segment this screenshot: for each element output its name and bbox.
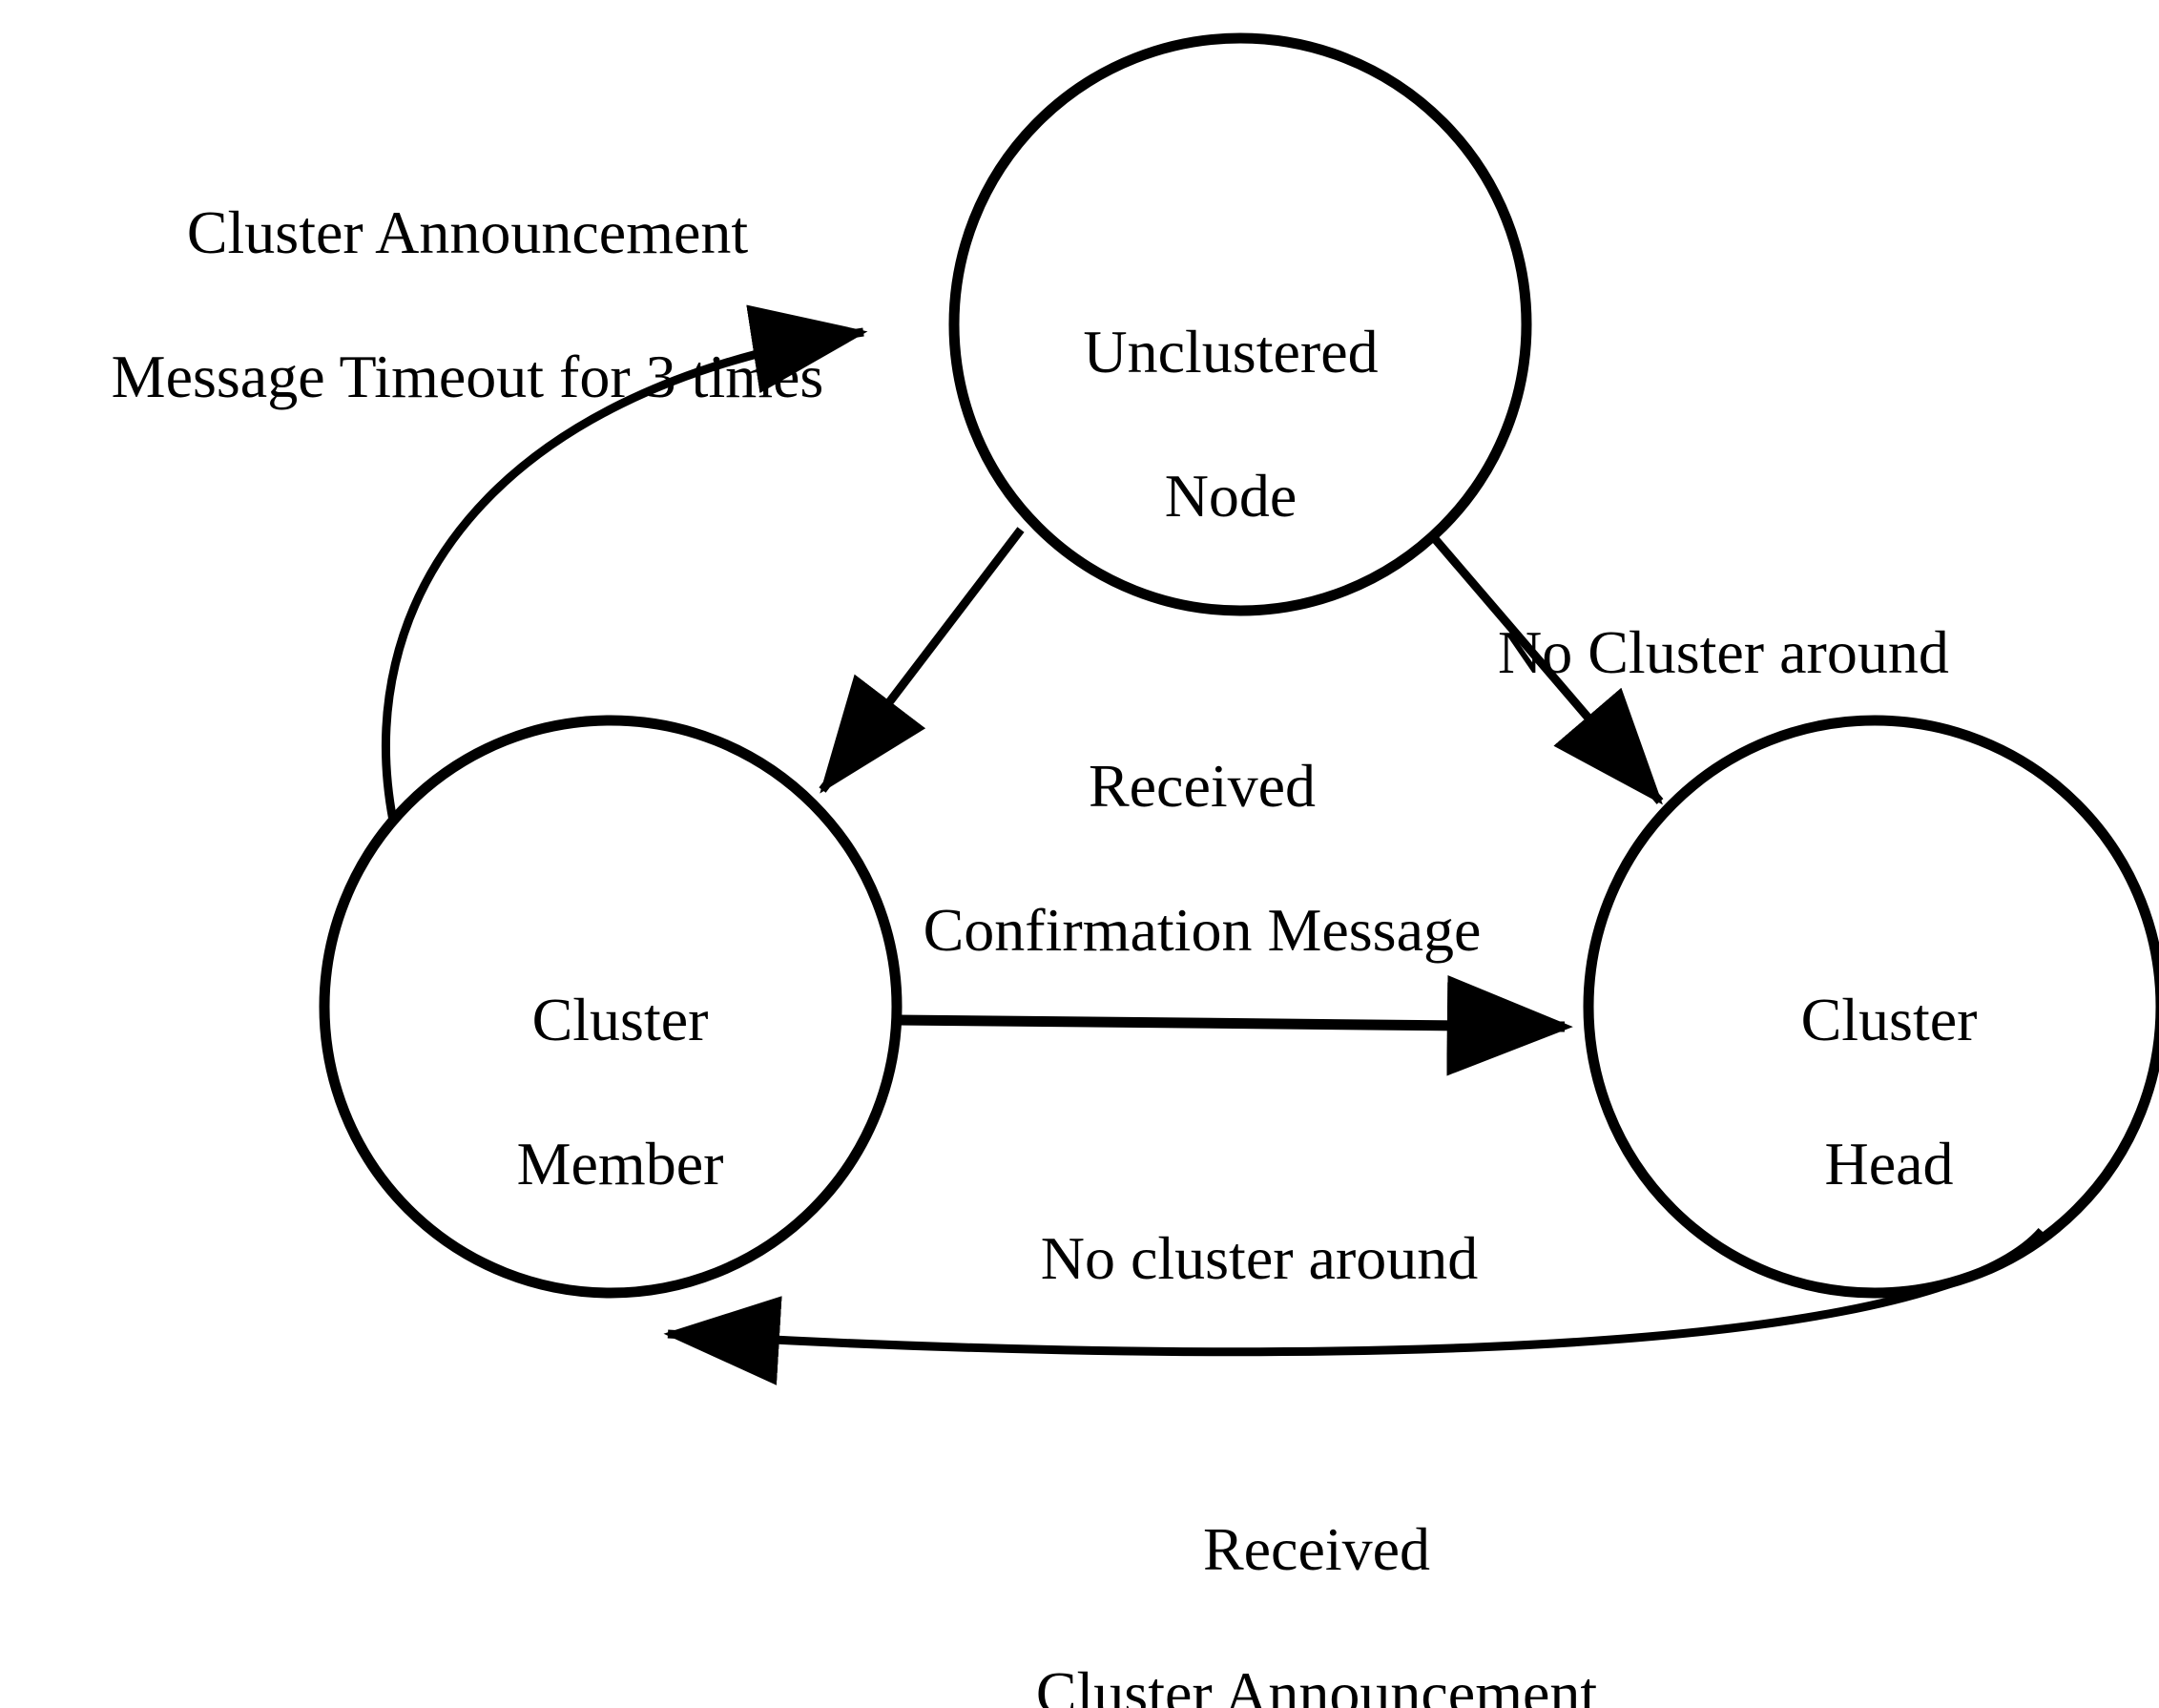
edge-label-line: Confirmation Message — [923, 895, 1482, 964]
state-label-line: Cluster — [531, 985, 709, 1053]
edge-label-head-to-member: Received Cluster Announcement When the n… — [782, 1441, 1851, 1708]
edge-label-line: Message Timeout for 3 times — [111, 342, 824, 410]
edge-label-line: No cluster around — [1040, 1223, 1479, 1292]
edge-member-to-head[interactable] — [896, 974, 1573, 1076]
state-label-line: Unclustered — [1083, 317, 1379, 385]
edge-label-unclustered-to-head: No Cluster around — [1498, 544, 2128, 760]
state-circle-unclustered-node[interactable] — [948, 32, 1532, 616]
state-circle-cluster-member[interactable] — [319, 715, 903, 1299]
edge-label-unclustered-to-member: Received Confirmation Message — [840, 677, 1565, 1038]
edge-label-line: Received — [1202, 1514, 1431, 1583]
edge-unclustered-to-member[interactable] — [819, 527, 1025, 794]
state-circle-cluster-head[interactable] — [1583, 715, 2159, 1299]
edge-label-line: Received — [1088, 751, 1317, 820]
edge-label-line: No Cluster around — [1498, 617, 1949, 686]
state-label-unclustered-node: Unclustered Node — [1030, 243, 1431, 604]
edge-label-member-to-head: No cluster around — [973, 1150, 1546, 1366]
edge-unclustered-to-head[interactable] — [1427, 531, 1664, 805]
state-label-cluster-member: Cluster Member — [410, 911, 830, 1272]
edge-label-line: Cluster Announcement — [186, 198, 749, 266]
state-label-line: Head — [1824, 1129, 1954, 1198]
state-label-cluster-head: Cluster Head — [1679, 911, 2099, 1272]
edge-label-member-to-unclustered: Cluster Announcement Message Timeout for… — [19, 124, 916, 485]
edge-label-line: Cluster Announcement — [1035, 1658, 1598, 1708]
state-label-line: Member — [516, 1129, 724, 1198]
state-label-line: Node — [1164, 461, 1297, 530]
edge-member-to-unclustered[interactable] — [382, 304, 868, 822]
edge-head-to-member[interactable] — [663, 1228, 2045, 1385]
state-label-line: Cluster — [1800, 985, 1978, 1053]
